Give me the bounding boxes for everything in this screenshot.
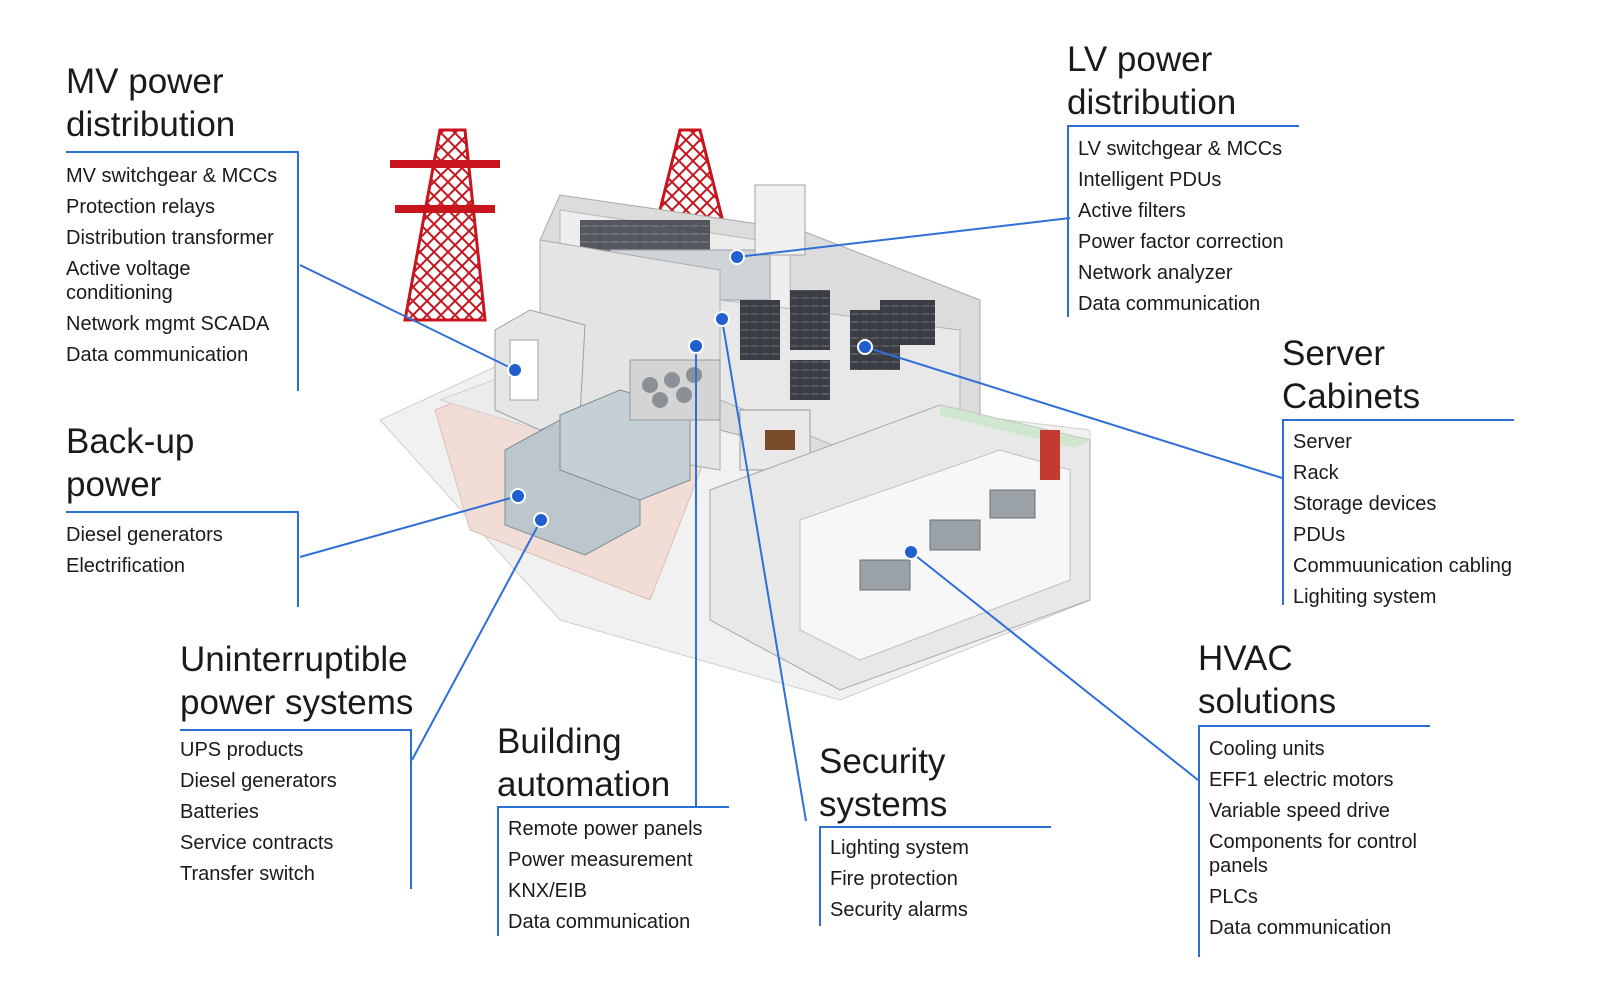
- hvac-vbar: [1198, 725, 1200, 957]
- leader-lines: [299, 217, 1283, 822]
- ups-rule: [180, 729, 412, 731]
- building-rule: [497, 806, 729, 808]
- list-item: LV switchgear & MCCs: [1078, 138, 1283, 160]
- list-item: Components for control panels: [1209, 831, 1417, 877]
- lv-vbar: [1067, 125, 1069, 317]
- backup-power-callout: Back-up power Diesel generators Electrif…: [66, 420, 306, 620]
- list-item: Fire protection: [830, 868, 958, 890]
- ups-callout: Uninterruptible power systems UPS produc…: [180, 638, 430, 898]
- list-item: UPS products: [180, 739, 304, 761]
- lv-rule: [1067, 125, 1299, 127]
- ups-list: UPS products Diesel generators Batteries…: [180, 738, 405, 893]
- server-cabinets-callout: Server Cabinets Server Rack Storage devi…: [1282, 332, 1522, 622]
- hvac-list: Cooling units EFF1 electric motors Varia…: [1209, 737, 1437, 947]
- list-item: MV switchgear & MCCs: [66, 165, 278, 187]
- list-item: Diesel generators: [66, 524, 223, 546]
- mv-power-distribution-callout: MV power distribution MV switchgear & MC…: [66, 60, 306, 400]
- list-item: Data communication: [508, 911, 691, 933]
- list-item: Transfer switch: [180, 863, 315, 885]
- list-item: Lighting system: [830, 837, 969, 859]
- mv-list: MV switchgear & MCCs Protection relays D…: [66, 164, 296, 374]
- list-item: Batteries: [180, 801, 259, 823]
- backup-list: Diesel generators Electrification: [66, 523, 291, 585]
- list-item: Electrification: [66, 555, 185, 577]
- list-item: Network analyzer: [1078, 262, 1233, 284]
- backup-rule: [66, 511, 299, 513]
- building-automation-callout: Building automation Remote power panels …: [497, 720, 737, 950]
- list-item: Security alarms: [830, 899, 968, 921]
- list-item: Active voltage conditioning: [66, 258, 191, 304]
- building-list: Remote power panels Power measurement KN…: [508, 817, 733, 941]
- gatehouse: [494, 309, 586, 431]
- building-title: Building automation: [497, 722, 671, 804]
- security-title: Security systems: [819, 742, 948, 824]
- server-title: Server Cabinets: [1282, 334, 1421, 416]
- list-item: Remote power panels: [508, 818, 703, 840]
- lv-list: LV switchgear & MCCs Intelligent PDUs Ac…: [1078, 137, 1306, 323]
- list-item: Power factor correction: [1078, 231, 1284, 253]
- list-item: PDUs: [1293, 524, 1346, 546]
- hvac-rule: [1198, 725, 1430, 727]
- callout-dots: [507, 249, 919, 560]
- list-item: Rack: [1293, 462, 1339, 484]
- hvac-solutions-callout: HVAC solutions Cooling units EFF1 electr…: [1198, 637, 1448, 977]
- security-vbar: [819, 826, 821, 926]
- list-item: Server: [1293, 431, 1352, 453]
- list-item: Service contracts: [180, 832, 334, 854]
- transmission-tower-left: [390, 128, 500, 322]
- server-rule: [1282, 419, 1514, 421]
- list-item: Cooling units: [1209, 738, 1325, 760]
- lv-power-distribution-callout: LV power distribution LV switchgear & MC…: [1067, 38, 1307, 328]
- security-systems-callout: Security systems Lighting system Fire pr…: [819, 740, 1059, 940]
- lv-title: LV power distribution: [1067, 40, 1237, 122]
- building-vbar: [497, 806, 499, 936]
- mv-rule: [66, 151, 299, 153]
- security-rule: [819, 826, 1051, 828]
- list-item: Data communication: [66, 344, 249, 366]
- list-item: Commuunication cabling: [1293, 555, 1513, 577]
- ups-vbar: [410, 729, 412, 889]
- list-item: Network mgmt SCADA: [66, 313, 270, 335]
- list-item: PLCs: [1209, 886, 1258, 908]
- server-vbar: [1282, 419, 1284, 605]
- server-list: Server Rack Storage devices PDUs Commuun…: [1293, 430, 1521, 616]
- security-list: Lighting system Fire protection Security…: [830, 836, 1055, 929]
- list-item: Intelligent PDUs: [1078, 169, 1222, 191]
- list-item: KNX/EIB: [508, 880, 587, 902]
- list-item: Storage devices: [1293, 493, 1437, 515]
- list-item: Lighiting system: [1293, 586, 1437, 608]
- list-item: Protection relays: [66, 196, 215, 218]
- backup-title: Back-up power: [66, 422, 195, 504]
- mv-vbar: [297, 151, 299, 391]
- list-item: Power measurement: [508, 849, 693, 871]
- list-item: Variable speed drive: [1209, 800, 1390, 822]
- list-item: Active filters: [1078, 200, 1186, 222]
- list-item: Diesel generators: [180, 770, 337, 792]
- ups-title: Uninterruptible power systems: [180, 640, 414, 722]
- mv-title: MV power distribution: [66, 62, 236, 144]
- list-item: Data communication: [1078, 293, 1261, 315]
- list-item: Distribution transformer: [66, 227, 274, 249]
- list-item: EFF1 electric motors: [1209, 769, 1394, 791]
- list-item: Data communication: [1209, 917, 1392, 939]
- hvac-title: HVAC solutions: [1198, 639, 1337, 721]
- backup-vbar: [297, 511, 299, 607]
